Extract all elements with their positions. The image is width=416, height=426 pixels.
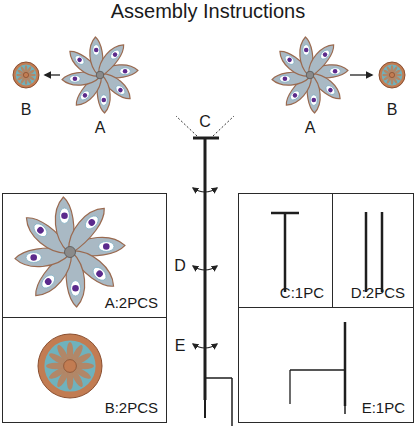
pinwheel (62, 37, 138, 113)
part-count: C:1PC (280, 284, 324, 301)
pinwheel (15, 197, 125, 307)
part-e-stake (290, 322, 345, 414)
part-count: B:2PCS (105, 399, 158, 416)
parts-panel: E:1PC (238, 307, 414, 423)
parts-panel: D:2PCS (332, 193, 414, 308)
part-count: E:1PC (362, 399, 405, 416)
part-letter: B (21, 101, 32, 119)
medallion (13, 62, 39, 88)
part-letter: C (199, 113, 211, 131)
title: Assembly Instructions (0, 0, 416, 23)
part-letter: E (175, 337, 186, 355)
medallion (379, 62, 405, 88)
pinwheel (272, 37, 348, 113)
parts-panel: B:2PCS (2, 317, 167, 423)
part-count: A:2PCS (105, 294, 158, 311)
part-letter: A (95, 119, 106, 137)
part-d-rods (366, 212, 382, 292)
part-letter: D (174, 257, 186, 275)
part-letter: B (387, 101, 398, 119)
part-letter: A (305, 119, 316, 137)
rotation-arrows (193, 188, 217, 348)
parts-panel: C:1PC (238, 193, 333, 308)
part-c-t-rod (271, 213, 299, 292)
pinwheels (15, 37, 348, 307)
part-count: D:2PCS (351, 284, 405, 301)
medallion (38, 334, 102, 398)
parts-panel: A:2PCS (2, 193, 167, 318)
